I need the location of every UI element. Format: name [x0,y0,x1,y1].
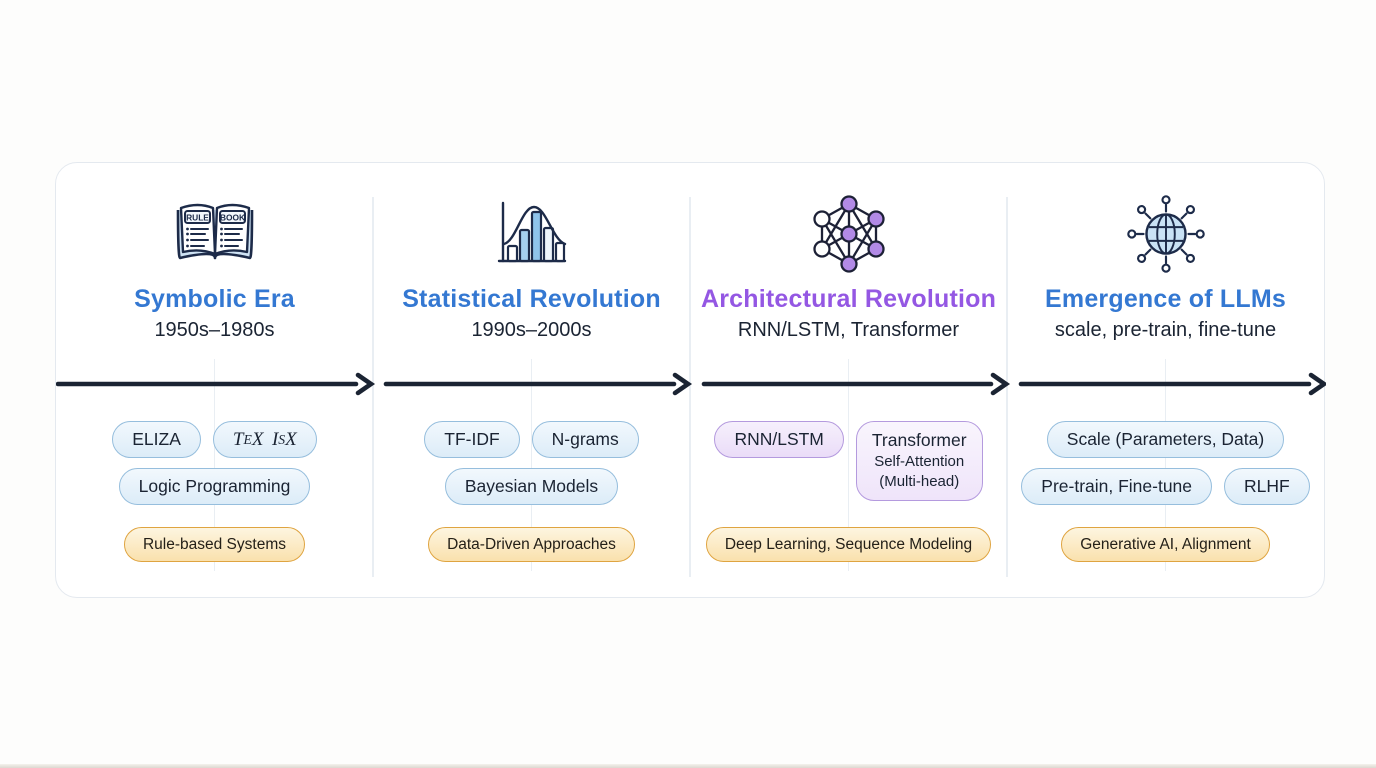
category-tag-data-driven: Data-Driven Approaches [428,527,635,562]
tech-pill-logic-programming: Logic Programming [118,468,311,505]
era-column-architectural: Architectural Revolution RNN/LSTM, Trans… [690,191,1007,342]
globe-network-icon [1122,191,1210,277]
column-separator [372,197,374,577]
category-tag-generative-ai: Generative AI, Alignment [1061,527,1270,562]
era-header-row: RULE BOOK Symbolic E [56,191,1324,342]
tech-pill-scale: Scale (Parameters, Data) [1046,421,1285,458]
neural-network-icon [807,191,891,277]
rule-book-icon: RULE BOOK [172,191,258,277]
tech-pill-ngrams: N-grams [531,421,639,458]
bottom-edge-shadow [0,764,1376,768]
pills-statistical: TF-IDF N-grams Bayesian Models [373,421,690,505]
era-title: Architectural Revolution [700,285,997,313]
tech-pill-bayesian: Bayesian Models [444,468,619,505]
center-guide-line [213,359,215,571]
column-separator [689,197,691,577]
book-right-label: BOOK [219,213,244,223]
era-title: Statistical Revolution [402,285,661,313]
era-title: Symbolic Era [134,285,295,313]
tech-pill-rlhf: RLHF [1224,468,1310,505]
center-guide-line [847,359,849,571]
era-subtitle: 1950s–1980s [154,319,275,341]
book-left-label: RULE [186,213,209,223]
tech-pill-pretrain: Pre-train, Fine-tune [1021,468,1213,505]
timeline-arrow [56,372,1326,396]
era-subtitle: 1990s–2000s [471,319,592,341]
tech-pill-eliza: ELIZA [112,421,201,458]
category-tags-row: Rule-based Systems Data-Driven Approache… [56,527,1324,562]
tech-pill-tfidf: TF-IDF [424,421,520,458]
histogram-icon [494,191,570,277]
category-tag-deep-learning: Deep Learning, Sequence Modeling [705,527,992,562]
tech-pill-rnn-lstm: RNN/LSTM [714,421,844,458]
center-guide-line [1164,359,1166,571]
column-separator [1006,197,1008,577]
era-column-llms: Emergence of LLMs scale, pre-train, fine… [1007,191,1324,342]
era-subtitle: RNN/LSTM, Transformer [737,319,960,341]
pills-architectural: RNN/LSTM Transformer Self-Attention (Mul… [690,421,1007,505]
center-guide-line [530,359,532,571]
era-column-statistical: Statistical Revolution 1990s–2000s [373,191,690,342]
tech-pill-transformer: Transformer Self-Attention (Multi-head) [855,421,983,501]
timeline-card: RULE BOOK Symbolic E [55,162,1326,598]
era-column-symbolic: RULE BOOK Symbolic E [56,191,373,342]
pills-llms: Scale (Parameters, Data) Pre-train, Fine… [1007,421,1324,505]
era-title: Emergence of LLMs [1045,285,1286,313]
category-tag-rule-based: Rule-based Systems [123,527,305,562]
era-subtitle: scale, pre-train, fine-tune [1054,319,1277,341]
